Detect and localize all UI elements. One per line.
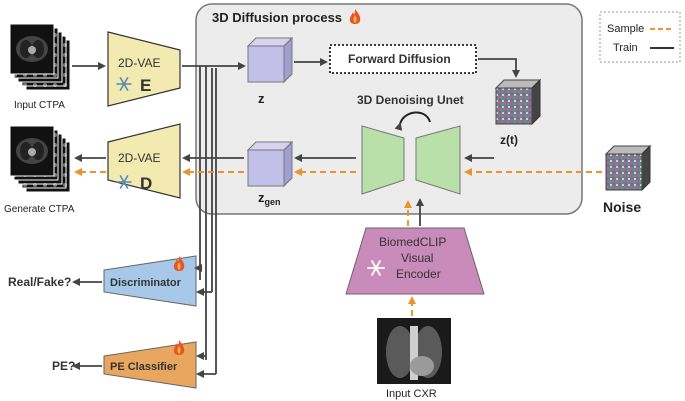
fire-icon	[349, 9, 361, 24]
noise-cube	[604, 144, 652, 192]
unet-loop-arrow	[394, 111, 431, 131]
latent-zgen-label: zgen	[258, 190, 281, 207]
latent-zt-cube	[494, 78, 542, 126]
input-cxr-image	[377, 318, 451, 384]
latent-zgen-cube	[246, 140, 294, 188]
diffusion-title: 3D Diffusion process	[212, 10, 342, 25]
vae-encoder-letter: E	[140, 76, 151, 95]
discriminator-block	[103, 255, 197, 307]
vae-decoder-label: 2D-VAE	[118, 151, 160, 165]
pe-classifier-label: PE Classifier	[110, 361, 178, 373]
legend-box	[599, 11, 681, 63]
discriminator-label: Discriminator	[110, 277, 182, 289]
noise-label: Noise	[603, 199, 641, 215]
snowflake-icon	[367, 260, 385, 276]
forward-diffusion-box	[329, 44, 477, 74]
biomedclip-line3: Encoder	[396, 267, 441, 281]
snowflake-icon	[116, 175, 132, 189]
unet-decoder-block	[415, 125, 461, 195]
discriminator-output: Real/Fake?	[8, 275, 71, 289]
latent-zgen-subscript: gen	[265, 197, 281, 207]
latent-zt-label: z(t)	[500, 133, 518, 147]
input-cxr-label: Input CXR	[386, 388, 437, 400]
pe-classifier-output: PE?	[52, 359, 75, 373]
fire-icon	[173, 340, 185, 355]
input-ctpa-label: Input CTPA	[14, 100, 65, 111]
latent-z-cube	[246, 36, 294, 84]
legend-sample-label: Sample	[607, 23, 644, 35]
input-ctpa-stack	[9, 23, 71, 91]
vae-encoder-label: 2D-VAE	[118, 56, 160, 70]
biomedclip-encoder	[345, 227, 485, 295]
forward-diffusion-label: Forward Diffusion	[348, 52, 451, 66]
pe-classifier-block	[103, 341, 197, 389]
biomedclip-line1: BiomedCLIP	[379, 235, 446, 249]
unet-encoder-block	[361, 125, 405, 195]
latent-z-label: z	[258, 91, 265, 106]
vae-decoder-letter: D	[140, 174, 152, 193]
snowflake-icon	[116, 77, 132, 91]
biomedclip-line2: Visual	[401, 251, 433, 265]
unet-label: 3D Denoising Unet	[357, 93, 464, 107]
generated-ctpa-stack	[9, 125, 71, 193]
generated-ctpa-label: Generate CTPA	[4, 204, 75, 215]
legend-train-label: Train	[613, 42, 638, 54]
fire-icon	[173, 256, 185, 271]
sample-arrows	[74, 168, 602, 316]
